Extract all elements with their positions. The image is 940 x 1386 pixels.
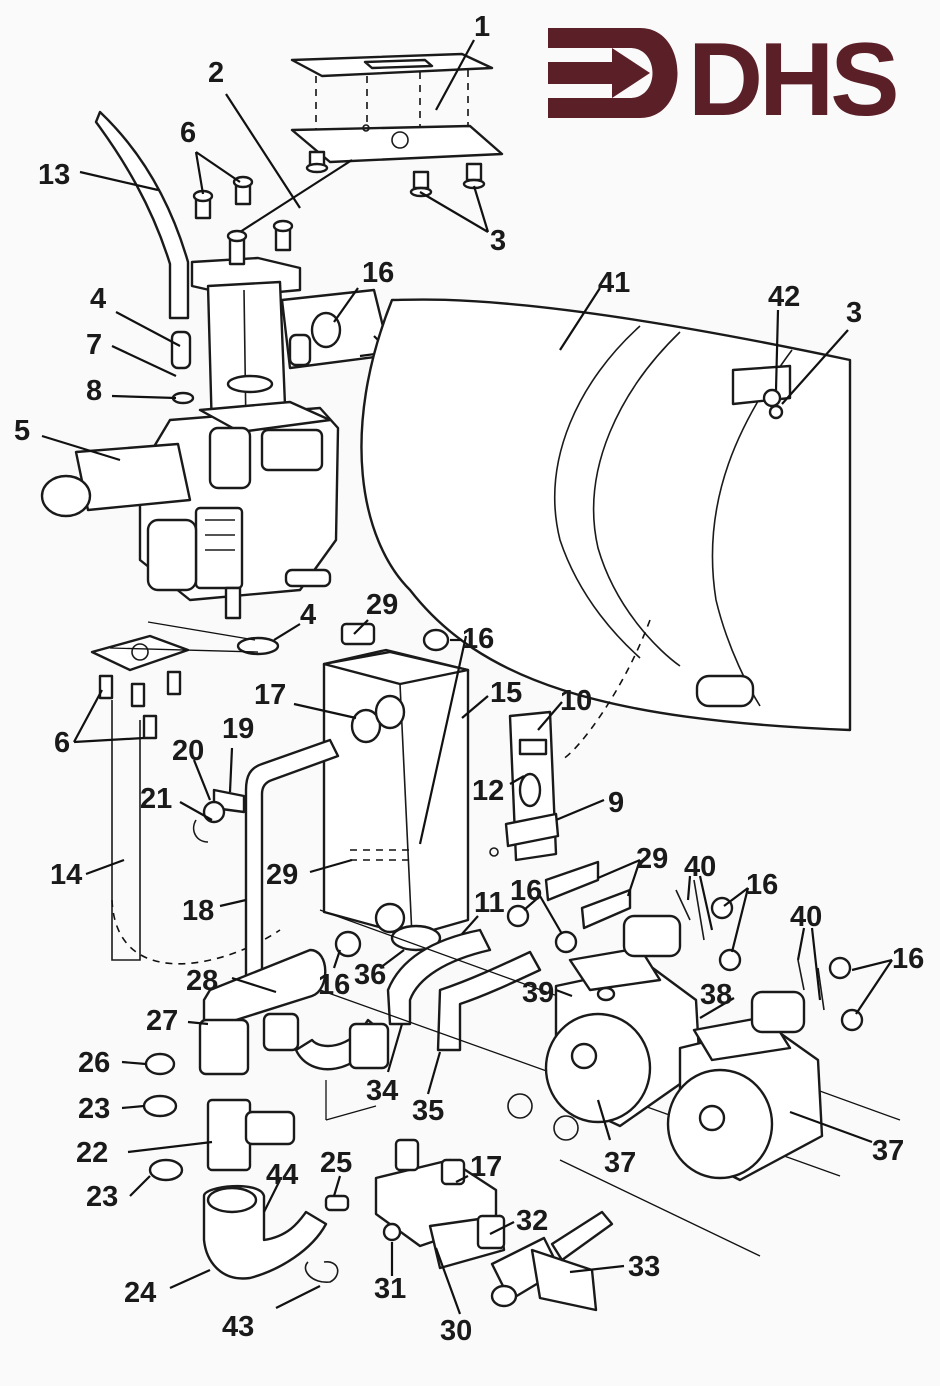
o-ring-4 bbox=[226, 374, 274, 394]
callout-37b: 37 bbox=[872, 1135, 904, 1167]
return-manifold bbox=[374, 1138, 614, 1312]
callout-28: 28 bbox=[186, 965, 218, 997]
clip-assembly bbox=[192, 788, 246, 843]
callout-17: 17 bbox=[254, 679, 286, 711]
seals-and-clips-right bbox=[506, 860, 864, 1032]
callout-20: 20 bbox=[172, 735, 204, 767]
callout-23b: 23 bbox=[86, 1181, 118, 1213]
callout-12: 12 bbox=[472, 775, 504, 807]
callout-40b: 40 bbox=[790, 901, 822, 933]
callout-41: 41 bbox=[598, 267, 630, 299]
clip-29 bbox=[340, 622, 376, 646]
gas-valve bbox=[40, 330, 340, 620]
callout-29: 29 bbox=[366, 589, 398, 621]
callout-23: 23 bbox=[78, 1093, 110, 1125]
callout-3: 3 bbox=[490, 225, 506, 257]
callout-8: 8 bbox=[86, 375, 102, 407]
bolts-6 bbox=[192, 175, 294, 266]
callout-4: 4 bbox=[90, 283, 106, 315]
callout-6b: 6 bbox=[54, 727, 70, 759]
pump-left bbox=[544, 914, 702, 1128]
heat-exchanger bbox=[322, 622, 470, 938]
pump-right bbox=[666, 990, 824, 1182]
dhs-logo: DHS bbox=[548, 22, 900, 138]
logo-text: DHS bbox=[688, 22, 896, 138]
callout-36: 36 bbox=[354, 959, 386, 991]
callout-17b: 17 bbox=[470, 1151, 502, 1183]
callout-44: 44 bbox=[266, 1159, 298, 1191]
callout-16e: 16 bbox=[892, 943, 924, 975]
callout-3b: 3 bbox=[846, 297, 862, 329]
callout-32: 32 bbox=[516, 1205, 548, 1237]
drain-fittings bbox=[142, 1052, 350, 1283]
cylinder-body bbox=[360, 298, 852, 761]
callout-38: 38 bbox=[700, 979, 732, 1011]
callout-27: 27 bbox=[146, 1005, 178, 1037]
callout-24: 24 bbox=[124, 1277, 156, 1309]
callout-13: 13 bbox=[38, 159, 70, 191]
bolts-3 bbox=[305, 150, 486, 198]
flue-manifold bbox=[190, 159, 353, 434]
pipe-35 bbox=[436, 950, 542, 1052]
callout-26: 26 bbox=[78, 1047, 110, 1079]
callout-29b: 29 bbox=[266, 859, 298, 891]
callout-39: 39 bbox=[522, 977, 554, 1009]
seal-16 bbox=[422, 628, 450, 652]
callout-4b: 4 bbox=[300, 599, 316, 631]
o-ring-4b bbox=[236, 636, 280, 656]
callout-9: 9 bbox=[608, 787, 624, 819]
callout-10: 10 bbox=[560, 685, 592, 717]
bracket bbox=[489, 710, 560, 862]
callout-29c: 29 bbox=[636, 843, 668, 875]
callout-15: 15 bbox=[490, 677, 522, 709]
callout-5: 5 bbox=[14, 415, 30, 447]
callout-14: 14 bbox=[50, 859, 82, 891]
callout-1: 1 bbox=[474, 11, 490, 43]
callout-18: 18 bbox=[182, 895, 214, 927]
callout-25: 25 bbox=[320, 1147, 352, 1179]
callout-2: 2 bbox=[208, 57, 224, 89]
pipe-34 bbox=[386, 928, 492, 1026]
callout-16: 16 bbox=[362, 257, 394, 289]
elbow-fittings bbox=[198, 924, 442, 1076]
callout-22: 22 bbox=[76, 1137, 108, 1169]
leader-lines bbox=[41, 39, 893, 1315]
callout-7: 7 bbox=[86, 329, 102, 361]
bolts-6b bbox=[98, 670, 182, 740]
callout-40: 40 bbox=[684, 851, 716, 883]
callout-42: 42 bbox=[768, 281, 800, 313]
callout-19: 19 bbox=[222, 713, 254, 745]
callout-33: 33 bbox=[628, 1251, 660, 1283]
callout-16f: 16 bbox=[318, 969, 350, 1001]
callout-35: 35 bbox=[412, 1095, 444, 1127]
callout-11: 11 bbox=[474, 887, 505, 919]
callout-37: 37 bbox=[604, 1147, 636, 1179]
probe-wire bbox=[111, 700, 141, 961]
sensing-tube bbox=[94, 110, 190, 320]
callout-21: 21 bbox=[140, 783, 172, 815]
callout-43: 43 bbox=[222, 1311, 254, 1343]
callout-6: 6 bbox=[180, 117, 196, 149]
mounting-plate bbox=[290, 124, 504, 164]
callout-16c: 16 bbox=[746, 869, 778, 901]
logo-arrow-mark bbox=[548, 28, 678, 118]
flange-plate bbox=[90, 621, 280, 672]
callout-16d: 16 bbox=[510, 875, 542, 907]
seal-inset-callout bbox=[280, 288, 393, 370]
callout-30: 30 bbox=[440, 1315, 472, 1347]
callout-31: 31 bbox=[374, 1273, 406, 1305]
callout-34: 34 bbox=[366, 1075, 398, 1107]
callout-16b: 16 bbox=[462, 623, 494, 655]
callout-labels: 1 2 3 6 13 16 41 42 3 4 7 8 5 29 4 16 17… bbox=[14, 11, 924, 1347]
